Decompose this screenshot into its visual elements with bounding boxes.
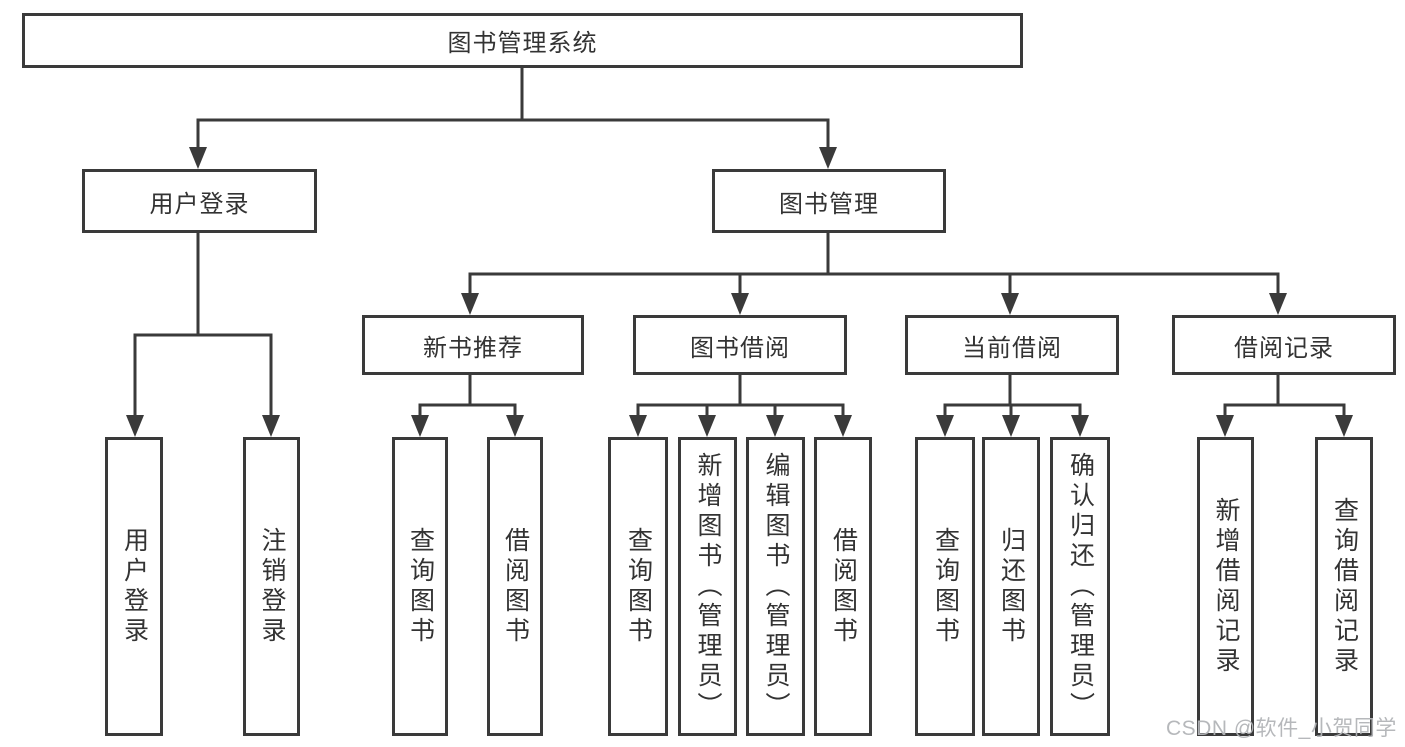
tree-edges	[133, 66, 1346, 422]
leaf-label: 归还图书	[997, 526, 1026, 647]
arrow-down-icon	[506, 415, 524, 437]
leaf-borrow-books: 借阅图书	[814, 437, 872, 736]
arrow-down-icon	[411, 415, 429, 437]
leaf-label: 用户登录	[120, 526, 149, 647]
leaf-user-login: 用户登录	[105, 437, 163, 736]
leaf-logout: 注销登录	[243, 437, 300, 736]
leaf-label: 借阅图书	[501, 526, 530, 647]
node-root-library-system: 图书管理系统	[22, 13, 1023, 68]
leaf-return-book: 归还图书	[982, 437, 1040, 736]
leaf-label: 确认归还（管理员）	[1066, 451, 1095, 722]
arrow-down-icon	[1216, 415, 1234, 437]
node-book-management: 图书管理	[712, 169, 946, 233]
leaf-label: 注销登录	[258, 526, 286, 647]
leaf-label: 新增图书（管理员）	[694, 451, 722, 722]
arrow-down-icon	[1269, 293, 1287, 315]
arrow-down-icon	[1071, 415, 1089, 437]
leaf-label: 查询借阅记录	[1330, 496, 1359, 677]
leaf-query-books-recommend: 查询图书	[392, 437, 448, 736]
node-label: 用户登录	[149, 190, 250, 218]
leaf-edit-book-admin: 编辑图书（管理员）	[746, 437, 805, 736]
arrow-down-icon	[189, 147, 207, 169]
node-book-borrow: 图书借阅	[633, 315, 847, 375]
arrow-down-icon	[1001, 293, 1019, 315]
leaf-label: 查询图书	[931, 526, 960, 647]
arrow-down-icons	[126, 147, 1353, 437]
leaf-query-borrow-record: 查询借阅记录	[1315, 437, 1373, 736]
arrow-down-icon	[262, 415, 280, 437]
node-label: 新书推荐	[423, 334, 523, 362]
leaf-label: 借阅图书	[829, 526, 858, 647]
leaf-add-book-admin: 新增图书（管理员）	[678, 437, 737, 736]
node-label: 图书借阅	[690, 334, 790, 362]
arrow-down-icon	[819, 147, 837, 169]
node-new-book-recommend: 新书推荐	[362, 315, 584, 375]
node-user-login: 用户登录	[82, 169, 317, 233]
node-label: 图书管理	[779, 190, 879, 218]
arrow-down-icon	[461, 293, 479, 315]
leaf-confirm-return-admin: 确认归还（管理员）	[1050, 437, 1110, 736]
arrow-down-icon	[629, 415, 647, 437]
leaf-query-books-borrow: 查询图书	[608, 437, 668, 736]
arrow-down-icon	[1002, 415, 1020, 437]
arrow-down-icon	[126, 415, 144, 437]
node-label: 图书管理系统	[447, 30, 598, 57]
arrow-down-icon	[766, 415, 784, 437]
node-borrow-records: 借阅记录	[1172, 315, 1396, 375]
leaf-borrow-books-recommend: 借阅图书	[487, 437, 543, 736]
leaf-label: 查询图书	[406, 526, 435, 647]
leaf-label: 编辑图书（管理员）	[762, 451, 790, 722]
arrow-down-icon	[698, 415, 716, 437]
arrow-down-icon	[731, 293, 749, 315]
arrow-down-icon	[1335, 415, 1353, 437]
arrow-down-icon	[834, 415, 852, 437]
leaf-label: 新增借阅记录	[1212, 496, 1240, 677]
node-label: 借阅记录	[1234, 334, 1334, 362]
leaf-add-borrow-record: 新增借阅记录	[1197, 437, 1254, 736]
node-label: 当前借阅	[962, 334, 1062, 362]
leaf-label: 查询图书	[624, 526, 653, 647]
csdn-watermark: CSDN @软件_小贺同学	[1166, 717, 1397, 740]
leaf-query-books-current: 查询图书	[915, 437, 975, 736]
node-current-borrow: 当前借阅	[905, 315, 1119, 375]
arrow-down-icon	[936, 415, 954, 437]
